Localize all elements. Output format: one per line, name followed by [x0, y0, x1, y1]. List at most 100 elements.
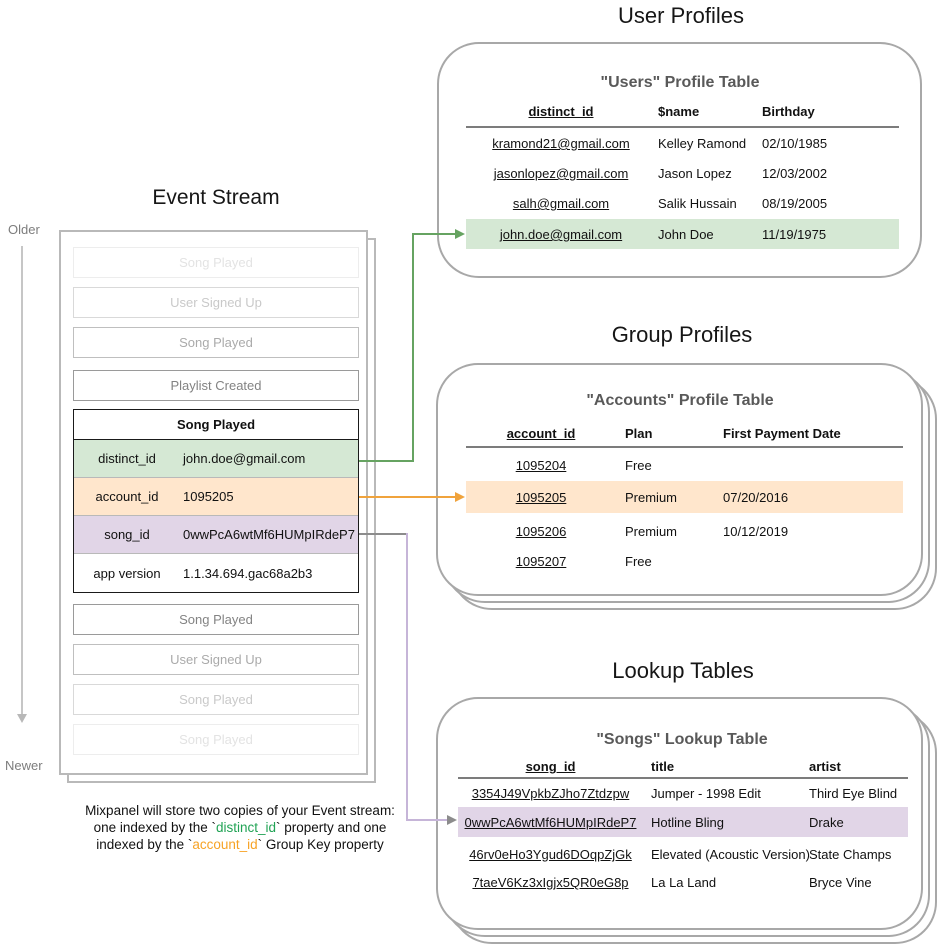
green-connector-line	[412, 233, 414, 462]
event-property-row-app-version: app version 1.1.34.694.gac68a2b3	[74, 554, 358, 592]
table-cell: 3354J49VpkbZJho7Ztdzpw	[471, 786, 630, 801]
table-cell: State Champs	[809, 847, 892, 862]
table-cell: Third Eye Blind	[809, 786, 898, 801]
distinct-id-keyword: distinct_id	[215, 820, 277, 835]
accounts-col-header: account_id	[506, 426, 576, 441]
table-cell: Free	[625, 458, 652, 473]
table-cell: 08/19/2005	[762, 196, 828, 211]
accounts-panel	[436, 363, 923, 596]
caption-text: ` property and one	[276, 820, 387, 835]
caption-text: ` Group Key property	[257, 837, 384, 852]
table-cell: jasonlopez@gmail.com	[493, 166, 629, 181]
purple-connector-line	[406, 819, 447, 821]
focused-event-name: Song Played	[74, 410, 358, 440]
songs-col-header: title	[651, 759, 675, 774]
property-key: distinct_id	[98, 451, 156, 466]
green-connector-line	[359, 460, 414, 462]
table-cell: Free	[625, 554, 652, 569]
table-cell: John Doe	[658, 227, 714, 242]
event-property-row-song-id: song_id 0wwPcA6wtMf6HUMpIRdeP7	[74, 516, 358, 554]
green-arrowhead-icon	[455, 229, 465, 239]
event-box: User Signed Up	[73, 287, 359, 318]
green-connector-line	[412, 233, 455, 235]
table-cell: kramond21@gmail.com	[492, 136, 630, 151]
caption-text: indexed by the `	[96, 837, 193, 852]
user-profiles-title: User Profiles	[618, 3, 744, 28]
purple-arrowhead-icon	[447, 815, 457, 825]
caption-text: one indexed by the `	[93, 820, 216, 835]
property-key: account_id	[95, 489, 159, 504]
table-cell: salh@gmail.com	[512, 196, 610, 211]
table-cell: La La Land	[651, 875, 717, 890]
focused-event-card: Song Played distinct_id john.doe@gmail.c…	[73, 409, 359, 593]
users-highlighted-row-bg	[466, 219, 899, 249]
account-id-keyword: account_id	[192, 837, 258, 852]
table-cell: Hotline Bling	[651, 815, 724, 830]
songs-table-title: "Songs" Lookup Table	[596, 731, 768, 748]
purple-connector-line	[406, 533, 408, 821]
table-cell: 46rv0eHo3Ygud6DOqpZjGk	[469, 847, 632, 862]
caption-line-3: indexed by the `account_id` Group Key pr…	[28, 836, 452, 853]
table-cell: 7taeV6Kz3xIgjx5QR0eG8p	[472, 875, 629, 890]
accounts-header-rule	[466, 446, 903, 448]
table-cell: 1095207	[515, 554, 567, 569]
users-header-rule	[466, 126, 899, 128]
event-box: Song Played	[73, 604, 359, 635]
property-key: song_id	[104, 527, 150, 542]
table-cell: Elevated (Acoustic Version)	[651, 847, 810, 862]
property-key: app version	[93, 565, 161, 581]
event-box: Song Played	[73, 724, 359, 755]
accounts-col-header: First Payment Date	[723, 426, 841, 441]
table-cell: Bryce Vine	[809, 875, 872, 890]
caption: Mixpanel will store two copies of your E…	[28, 802, 452, 853]
event-box: Song Played	[73, 684, 359, 715]
table-cell: 10/12/2019	[723, 524, 789, 539]
users-col-header: distinct_id	[528, 104, 594, 119]
event-property-row-distinct-id: distinct_id john.doe@gmail.com	[74, 440, 358, 478]
table-cell: Kelley Ramond	[658, 136, 747, 151]
accounts-table-title: "Accounts" Profile Table	[586, 392, 774, 409]
accounts-highlighted-row-bg	[466, 481, 903, 513]
table-cell: 1095205	[515, 490, 567, 505]
table-cell: 07/20/2016	[723, 490, 789, 505]
event-box: Song Played	[73, 327, 359, 358]
event-stream-title: Event Stream	[152, 186, 280, 209]
table-cell: Premium	[625, 524, 678, 539]
property-value: 1.1.34.694.gac68a2b3	[183, 565, 313, 581]
songs-header-rule	[458, 777, 908, 779]
lookup-tables-title: Lookup Tables	[612, 658, 754, 683]
accounts-col-header: Plan	[625, 426, 653, 441]
table-cell: 02/10/1985	[762, 136, 828, 151]
table-cell: 0wwPcA6wtMf6HUMpIRdeP7	[464, 815, 637, 830]
table-cell: Salik Hussain	[658, 196, 737, 211]
property-value: 1095205	[183, 489, 234, 504]
songs-highlighted-row-bg	[458, 807, 908, 837]
orange-arrowhead-icon	[455, 492, 465, 502]
event-box: Song Played	[73, 247, 359, 278]
table-cell: 1095204	[515, 458, 567, 473]
users-table-title: "Users" Profile Table	[600, 74, 760, 91]
table-cell: Jason Lopez	[658, 166, 732, 181]
older-label: Older	[8, 222, 40, 237]
orange-connector-line	[359, 496, 455, 498]
property-value: john.doe@gmail.com	[183, 451, 306, 466]
table-cell: Drake	[809, 815, 844, 830]
users-col-header: Birthday	[762, 104, 815, 119]
table-cell: john.doe@gmail.com	[499, 227, 623, 242]
property-value: 0wwPcA6wtMf6HUMpIRdeP7	[183, 527, 355, 542]
caption-line-2: one indexed by the `distinct_id` propert…	[28, 819, 452, 836]
table-cell: 12/03/2002	[762, 166, 828, 181]
table-cell: 1095206	[515, 524, 567, 539]
event-box: Playlist Created	[73, 370, 359, 401]
newer-label: Newer	[5, 758, 43, 773]
songs-col-header: song_id	[525, 759, 576, 774]
event-box: User Signed Up	[73, 644, 359, 675]
event-property-row-account-id: account_id 1095205	[74, 478, 358, 516]
users-col-header: $name	[658, 104, 700, 119]
songs-col-header: artist	[809, 759, 841, 774]
arrow-down-icon	[17, 714, 27, 723]
purple-connector-line	[359, 533, 408, 535]
table-cell: Jumper - 1998 Edit	[651, 786, 761, 801]
caption-line-1: Mixpanel will store two copies of your E…	[85, 803, 395, 818]
